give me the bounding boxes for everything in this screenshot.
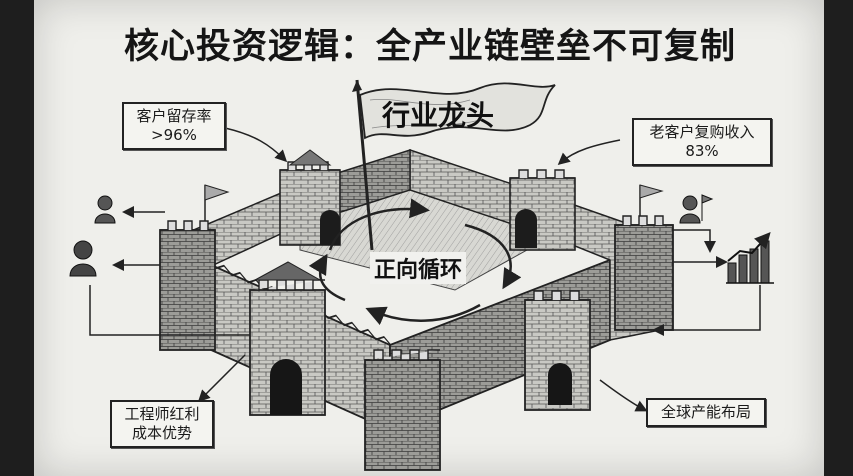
tower-back-left [279,149,341,246]
callout-repurchase-line2: 83% [685,142,719,160]
callout-repurchase: 老客户复购收入 83% [632,118,772,166]
callout-global-line1: 全球产能布局 [660,403,751,421]
cycle-label: 正向循环 [370,252,467,284]
person-icon [94,195,116,224]
flag-pole [355,79,374,251]
connector-lines [89,127,761,412]
callout-retention-line1: 客户留存率 [136,107,212,125]
callout-engineer: 工程师红利 成本优势 [110,400,214,448]
banner-label: 行业龙头 [382,99,495,132]
callout-retention-line2: >96% [151,126,197,144]
tower-front-center [364,349,441,471]
tower-left [159,184,230,351]
callout-global: 全球产能布局 [646,398,766,427]
tower-back-right [509,169,576,251]
callout-engineer-line2: 成本优势 [131,424,192,442]
tower-right [614,184,674,331]
person-icon [69,240,97,277]
cycle-arrows [308,198,522,326]
callout-engineer-line1: 工程师红利 [124,405,200,423]
callout-repurchase-line1: 老客户复购收入 [649,123,755,141]
callout-retention: 客户留存率 >96% [122,102,226,150]
person-icon [679,194,714,224]
tower-front-left [249,261,326,416]
tower-front-right [524,290,591,411]
banner-flag [359,82,556,140]
page-title: 核心投资逻辑：全产业链壁垒不可复制 [123,27,736,67]
growth-chart-icon [726,232,774,284]
